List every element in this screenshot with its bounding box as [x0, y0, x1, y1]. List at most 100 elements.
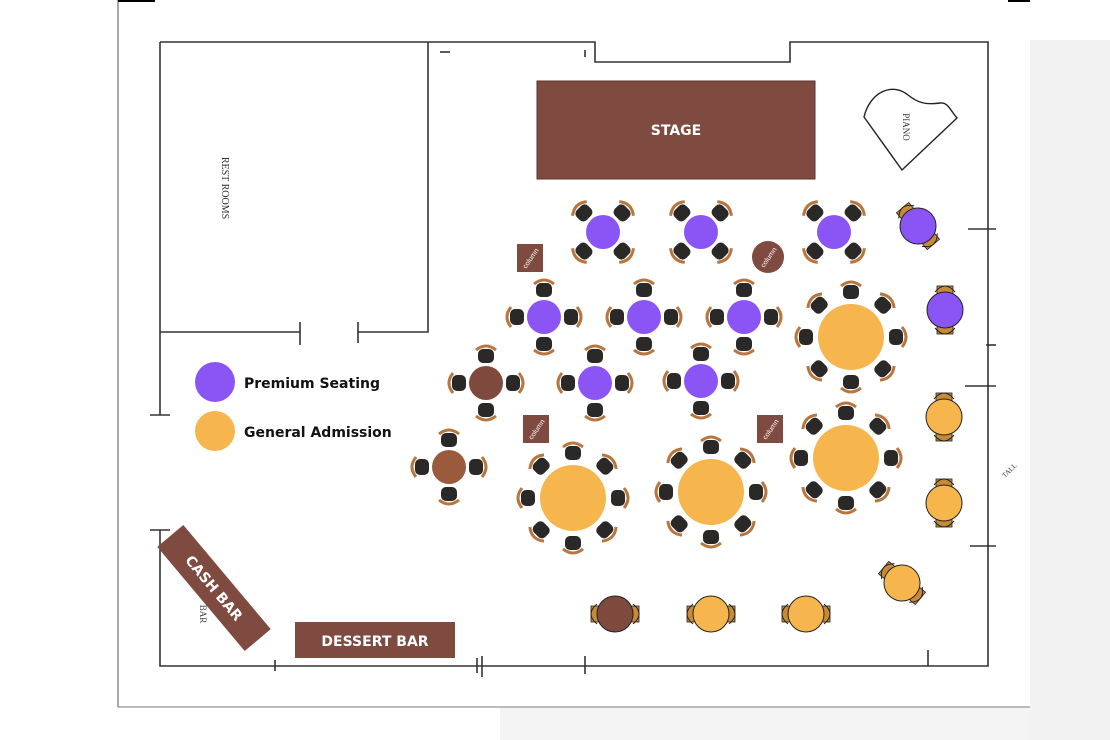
- chair[interactable]: [708, 239, 734, 265]
- chair[interactable]: [475, 344, 497, 363]
- chair[interactable]: [884, 447, 903, 469]
- chair[interactable]: [562, 536, 584, 555]
- table-premium[interactable]: [926, 285, 964, 335]
- chair[interactable]: [800, 478, 826, 504]
- table-general[interactable]: [516, 441, 630, 555]
- table-premium[interactable]: [662, 342, 740, 420]
- chair[interactable]: [533, 278, 555, 297]
- chair[interactable]: [527, 452, 553, 478]
- chair[interactable]: [505, 306, 524, 328]
- table-top[interactable]: [684, 364, 718, 398]
- chair[interactable]: [665, 446, 691, 472]
- chair[interactable]: [889, 326, 908, 348]
- chair[interactable]: [764, 306, 783, 328]
- table-top[interactable]: [925, 398, 963, 436]
- chair[interactable]: [841, 199, 867, 225]
- table-top[interactable]: [469, 366, 503, 400]
- chair[interactable]: [562, 441, 584, 460]
- chair[interactable]: [668, 199, 694, 225]
- chair[interactable]: [410, 456, 429, 478]
- table-general[interactable]: [925, 478, 963, 528]
- chair[interactable]: [866, 412, 892, 438]
- table-general[interactable]: [789, 401, 903, 515]
- chair[interactable]: [794, 326, 813, 348]
- table-reserved[interactable]: [590, 595, 640, 633]
- table-reserved[interactable]: [447, 344, 525, 422]
- chair[interactable]: [789, 447, 808, 469]
- table-top[interactable]: [527, 300, 561, 334]
- table-premium[interactable]: [556, 344, 634, 422]
- chair[interactable]: [866, 478, 892, 504]
- chair[interactable]: [805, 291, 831, 317]
- chair[interactable]: [506, 372, 525, 394]
- chair[interactable]: [662, 370, 681, 392]
- chair[interactable]: [438, 428, 460, 447]
- chair[interactable]: [871, 291, 897, 317]
- chair[interactable]: [801, 239, 827, 265]
- chair[interactable]: [654, 481, 673, 503]
- table-top[interactable]: [727, 300, 761, 334]
- chair[interactable]: [469, 456, 488, 478]
- chair[interactable]: [835, 496, 857, 515]
- table-top[interactable]: [578, 366, 612, 400]
- chair[interactable]: [584, 403, 606, 422]
- table-general[interactable]: [925, 392, 963, 442]
- chair[interactable]: [570, 239, 596, 265]
- table-top[interactable]: [432, 450, 466, 484]
- chair[interactable]: [840, 375, 862, 394]
- chair[interactable]: [516, 487, 535, 509]
- chair[interactable]: [447, 372, 466, 394]
- table-top[interactable]: [817, 215, 851, 249]
- chair[interactable]: [593, 452, 619, 478]
- table-top[interactable]: [692, 595, 730, 633]
- chair[interactable]: [668, 239, 694, 265]
- table-general[interactable]: [872, 554, 932, 612]
- chair[interactable]: [840, 280, 862, 299]
- table-premium[interactable]: [570, 199, 636, 265]
- table-premium[interactable]: [505, 278, 583, 356]
- table-premium[interactable]: [668, 199, 734, 265]
- chair[interactable]: [564, 306, 583, 328]
- chair[interactable]: [584, 344, 606, 363]
- table-general[interactable]: [654, 435, 768, 549]
- chair[interactable]: [570, 199, 596, 225]
- chair[interactable]: [527, 518, 553, 544]
- table-reserved_light[interactable]: [410, 428, 488, 506]
- chair[interactable]: [533, 337, 555, 356]
- chair[interactable]: [615, 372, 634, 394]
- table-top[interactable]: [627, 300, 661, 334]
- table-top[interactable]: [678, 459, 744, 525]
- chair[interactable]: [690, 342, 712, 361]
- table-top[interactable]: [893, 201, 944, 252]
- chair[interactable]: [871, 357, 897, 383]
- chair[interactable]: [593, 518, 619, 544]
- table-general[interactable]: [794, 280, 908, 394]
- chair[interactable]: [733, 337, 755, 356]
- chair[interactable]: [605, 306, 624, 328]
- table-premium[interactable]: [705, 278, 783, 356]
- table-top[interactable]: [540, 465, 606, 531]
- chair[interactable]: [690, 401, 712, 420]
- chair[interactable]: [664, 306, 683, 328]
- chair[interactable]: [835, 401, 857, 420]
- chair[interactable]: [556, 372, 575, 394]
- table-top[interactable]: [877, 558, 928, 609]
- table-top[interactable]: [818, 304, 884, 370]
- chair[interactable]: [700, 530, 722, 549]
- chair[interactable]: [731, 446, 757, 472]
- chair[interactable]: [700, 435, 722, 454]
- chair[interactable]: [705, 306, 724, 328]
- table-premium[interactable]: [801, 199, 867, 265]
- chair[interactable]: [610, 199, 636, 225]
- chair[interactable]: [475, 403, 497, 422]
- chair[interactable]: [611, 487, 630, 509]
- chair[interactable]: [610, 239, 636, 265]
- table-top[interactable]: [596, 595, 634, 633]
- chair[interactable]: [633, 337, 655, 356]
- chair[interactable]: [633, 278, 655, 297]
- table-top[interactable]: [586, 215, 620, 249]
- table-premium[interactable]: [605, 278, 683, 356]
- table-top[interactable]: [925, 484, 963, 522]
- chair[interactable]: [721, 370, 740, 392]
- chair[interactable]: [749, 481, 768, 503]
